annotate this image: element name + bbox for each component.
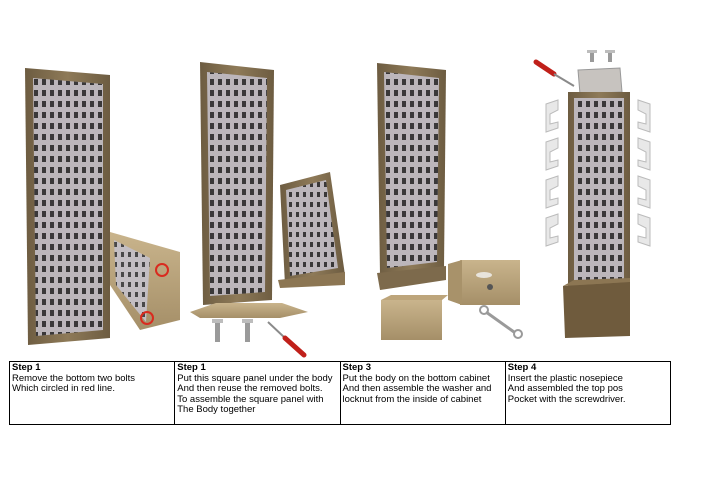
step-title: Step 1 bbox=[12, 362, 41, 373]
step-text: Which circled in red line. bbox=[12, 383, 115, 394]
step-text: And then assemble the washer and bbox=[342, 383, 492, 394]
instruction-table: Step 1 Remove the bottom two bolts Which… bbox=[8, 361, 672, 425]
display-tower bbox=[25, 68, 110, 345]
step-text: locknut from the inside of cabinet bbox=[342, 393, 482, 405]
nosepiece-icon bbox=[637, 99, 651, 247]
step-text: And assembled the top pos bbox=[507, 383, 623, 394]
step2-figure bbox=[190, 62, 345, 358]
step-title: Step 4 bbox=[507, 362, 537, 373]
tower-bottom-view bbox=[110, 232, 180, 330]
step-text: And then reuse the removed bolts. bbox=[177, 383, 323, 394]
step1-figure bbox=[25, 68, 180, 345]
screwdriver-icon bbox=[267, 321, 307, 358]
step-text: Pocket with the screwdriver. bbox=[507, 393, 626, 405]
bolt-icon bbox=[212, 319, 253, 342]
step-text: Remove the bottom two bolts bbox=[12, 372, 136, 384]
step-text: To assemble the square panel with bbox=[177, 393, 324, 405]
step4-figure bbox=[533, 50, 651, 338]
bolt-circle-highlight bbox=[140, 311, 154, 325]
square-panel bbox=[190, 303, 308, 318]
display-tower bbox=[568, 92, 630, 288]
bolt-icon bbox=[587, 50, 615, 62]
step-text: Put the body on the bottom cabinet bbox=[342, 372, 490, 384]
step-text: Insert the plastic nosepiece bbox=[507, 372, 623, 384]
bottom-cabinet bbox=[381, 295, 448, 340]
step-cell-4: Step 4 Insert the plastic nosepiece And … bbox=[504, 361, 672, 425]
assembly-illustration bbox=[25, 50, 651, 358]
step-title: Step 1 bbox=[177, 362, 206, 373]
wrench-icon bbox=[479, 305, 523, 339]
step-cell-2: Step 1 Put this square panel under the b… bbox=[174, 361, 341, 425]
top-plate bbox=[577, 67, 623, 95]
step3-figure bbox=[377, 63, 523, 340]
tilted-tower bbox=[278, 172, 345, 288]
bottom-cabinet bbox=[563, 278, 630, 338]
step-text: The Body together bbox=[177, 404, 256, 415]
nosepiece-icon bbox=[545, 99, 559, 247]
display-tower bbox=[200, 62, 274, 305]
step-cell-3: Step 3 Put the body on the bottom cabine… bbox=[339, 361, 506, 425]
step-title: Step 3 bbox=[342, 362, 372, 373]
step-cell-1: Step 1 Remove the bottom two bolts Which… bbox=[8, 361, 176, 425]
display-tower bbox=[377, 63, 446, 290]
open-cabinet bbox=[448, 260, 520, 305]
step-text: Put this square panel under the body bbox=[177, 372, 333, 384]
bolt-circle-highlight bbox=[155, 263, 169, 277]
screwdriver-icon bbox=[533, 59, 575, 87]
instruction-row: Step 1 Remove the bottom two bolts Which… bbox=[8, 361, 672, 425]
